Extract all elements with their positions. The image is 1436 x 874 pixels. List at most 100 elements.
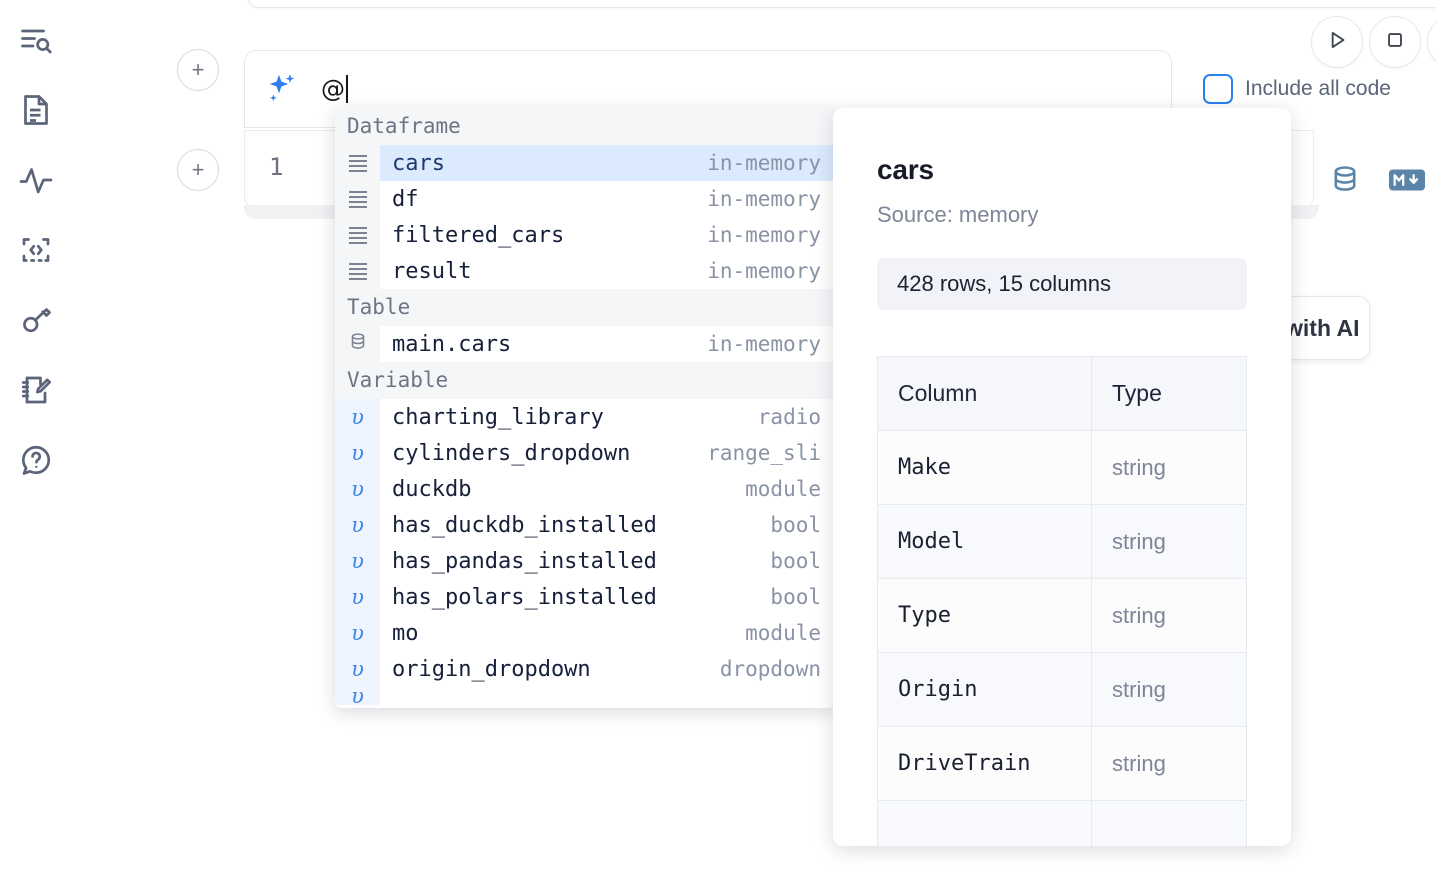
dropdown-item[interactable]: υ has_duckdb_installed bool [335,507,835,543]
dropdown-item-name: main.cars [392,331,512,357]
dropdown-item-type: in-memory [707,223,821,247]
dropdown-item[interactable]: filtered_cars in-memory [335,217,835,253]
generate-with-ai-label: with AI [1285,314,1360,341]
table-row: Make string [876,430,1247,505]
sidebar-item-scratchpad[interactable] [12,366,60,414]
dropdown-item-type [808,687,835,705]
plus-icon: + [191,157,205,182]
dropdown-item-type: in-memory [707,332,821,356]
autocomplete-dropdown[interactable]: Dataframe cars in-memory df in-memory fi… [335,108,835,708]
dataframe-icon [348,262,367,280]
dropdown-item[interactable]: result in-memory [335,253,835,289]
dataframe-icon [348,226,367,244]
dropdown-item[interactable]: main.cars in-memory [335,326,835,362]
key-icon [18,302,54,338]
dropdown-item[interactable]: υ has_polars_installed bool [335,579,835,615]
variable-icon: υ [351,405,364,429]
dropdown-item[interactable]: df in-memory [335,181,835,217]
dataframe-icon [348,154,367,172]
dropdown-item-type: bool [770,585,821,609]
detail-title: cars [877,154,934,185]
sidebar-item-secrets[interactable] [12,296,60,344]
table-row: Origin string [876,652,1247,727]
help-icon [18,442,54,478]
sparkle-icon [263,70,301,108]
sidebar-item-activity[interactable] [12,156,60,204]
table-row [876,800,1247,846]
text-caret [346,75,348,103]
ai-prompt-value: @ [321,75,345,103]
dropdown-item[interactable]: υ duckdb module [335,471,835,507]
previous-cell-strip [248,0,1436,8]
column-header-name: Column [876,356,1093,431]
dropdown-item[interactable]: υ [335,687,835,705]
sidebar-item-explore[interactable] [12,16,60,64]
dropdown-item-name: has_polars_installed [392,584,657,610]
dropdown-item-name: mo [392,620,419,646]
database-icon[interactable] [1328,163,1362,202]
table-row: Model string [876,504,1247,579]
dropdown-item[interactable]: cars in-memory [335,145,835,181]
dropdown-section-header: Table [335,289,835,326]
sidebar-item-help[interactable] [12,436,60,484]
add-cell-below-button[interactable]: + [177,149,219,191]
ai-prompt-input[interactable]: @ [321,69,1171,109]
dropdown-item-name [380,687,808,705]
column-type-cell: string [1091,578,1247,653]
column-name-cell: DriveTrain [876,726,1093,801]
dropdown-item[interactable]: υ origin_dropdown dropdown [335,651,835,687]
stop-square-icon [1382,27,1408,58]
variable-icon: υ [351,657,364,681]
dropdown-item-name: has_pandas_installed [392,548,657,574]
cell-toolbar-icons [1328,163,1426,202]
edit-notebook-icon [18,372,54,408]
detail-source: Source: memory [877,202,1039,227]
play-icon [1324,27,1350,58]
dropdown-item[interactable]: υ mo module [335,615,835,651]
detail-shape-badge: 428 rows, 15 columns [877,258,1247,310]
line-number: 1 [269,153,284,181]
table-row: DriveTrain string [876,726,1247,801]
more-options-button[interactable] [1427,16,1436,68]
generate-with-ai-button[interactable]: with AI [1278,296,1370,360]
dropdown-item-type: radio [757,405,821,429]
column-name-cell: Origin [876,652,1093,727]
activity-icon [18,162,54,198]
variable-icon: υ [351,477,364,501]
dropdown-item-name: cylinders_dropdown [392,440,631,466]
dropdown-item[interactable]: υ charting_library radio [335,399,835,435]
variable-icon: υ [351,585,364,609]
table-header-row: Column Type [876,356,1247,431]
dropdown-item-name: cars [392,150,445,176]
column-name-cell: Make [876,430,1093,505]
include-all-code-row[interactable]: Include all code [1203,74,1391,104]
stop-button[interactable] [1369,16,1421,68]
code-icon [18,232,54,268]
dropdown-item[interactable]: υ has_pandas_installed bool [335,543,835,579]
sidebar-item-snippets[interactable] [12,226,60,274]
dropdown-item-name: duckdb [392,476,472,502]
database-icon [347,331,369,357]
dropdown-item-name: df [392,186,419,212]
dataframe-icon [348,190,367,208]
include-all-code-checkbox[interactable] [1203,74,1233,104]
dropdown-item-name: origin_dropdown [392,656,591,682]
sidebar-item-notebook[interactable] [12,86,60,134]
column-type-cell [1091,800,1247,846]
markdown-icon[interactable] [1388,166,1426,199]
variable-icon: υ [351,621,364,645]
explore-icon [18,22,54,58]
dropdown-item-type: in-memory [707,151,821,175]
detail-columns-table: Column Type Make string Model string Typ… [876,356,1247,846]
dropdown-item-type: module [745,477,821,501]
column-type-cell: string [1091,652,1247,727]
add-cell-above-button[interactable]: + [177,49,219,91]
dropdown-item-type: in-memory [707,259,821,283]
dropdown-item[interactable]: υ cylinders_dropdown range_sli [335,435,835,471]
column-type-cell: string [1091,430,1247,505]
table-row: Type string [876,578,1247,653]
dropdown-section-header: Variable [335,362,835,399]
column-name-cell: Type [876,578,1093,653]
run-button[interactable] [1311,16,1363,68]
column-header-type: Type [1091,356,1247,431]
